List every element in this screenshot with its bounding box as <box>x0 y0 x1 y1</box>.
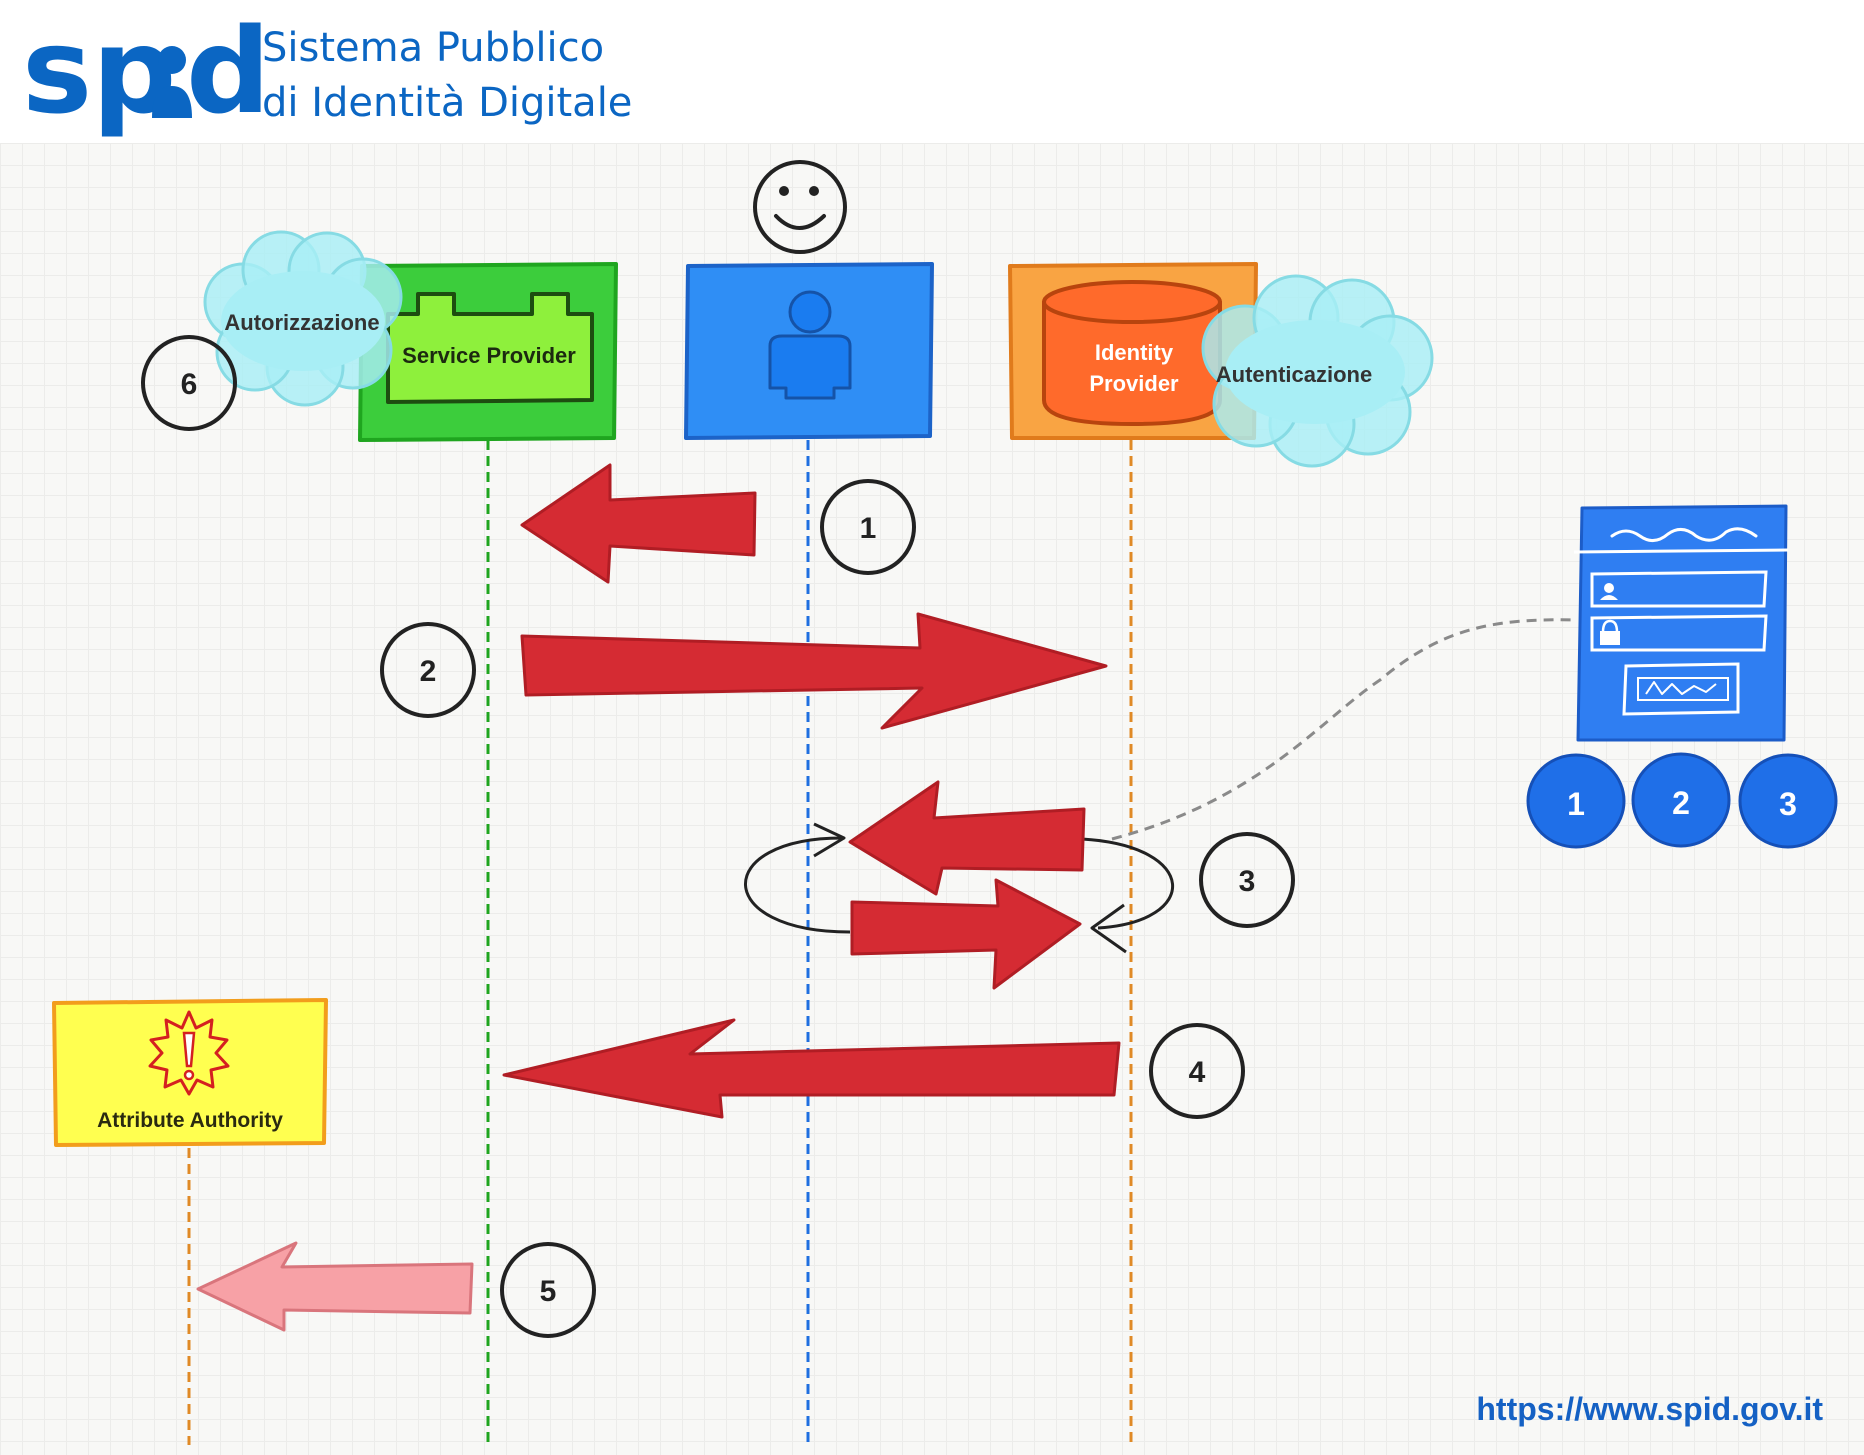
step-1-arrow <box>520 463 757 584</box>
service-provider-battery-icon <box>386 292 594 404</box>
step-4-arrow <box>502 1018 1121 1119</box>
attribute-authority-label: Attribute Authority <box>97 1109 283 1132</box>
login-form-illustration <box>1573 504 1789 742</box>
step-3-loop <box>744 822 1174 954</box>
step-3-badge: 3 <box>1199 832 1295 928</box>
authentication-cloud: Autenticazione <box>1201 274 1434 468</box>
password-field <box>1590 614 1768 652</box>
user-box <box>684 262 934 440</box>
service-provider-box: Service Provider <box>358 262 618 442</box>
security-level-2: 2 <box>1631 752 1731 848</box>
svg-text:6: 6 <box>181 368 198 401</box>
step-5-arrow <box>196 1241 474 1332</box>
step-1-badge: 1 <box>820 479 916 575</box>
service-provider-label: Service Provider <box>402 343 576 368</box>
step-2-arrow <box>520 612 1108 730</box>
smiley-face-icon <box>753 160 847 254</box>
security-level-1: 1 <box>1526 753 1626 849</box>
authorization-cloud: Autorizzazione <box>203 230 403 407</box>
svg-text:3: 3 <box>1779 786 1797 822</box>
identity-provider-box: Identity Provider <box>1008 262 1258 440</box>
spid-logo: s p d <box>22 2 270 140</box>
svg-text:2: 2 <box>1672 785 1690 821</box>
logo-letter-s: s <box>22 2 92 140</box>
logo-person-icon <box>152 46 192 118</box>
step-2-badge: 2 <box>380 622 476 718</box>
svg-text:5: 5 <box>540 1275 557 1308</box>
svg-text:2: 2 <box>420 655 437 688</box>
svg-text:4: 4 <box>1189 1056 1206 1089</box>
step-3-arrow-to-identity-provider <box>850 878 1082 990</box>
warning-icon <box>148 1010 230 1096</box>
footer-url-link[interactable]: https://www.spid.gov.it <box>1476 1391 1823 1427</box>
security-level-3: 3 <box>1738 753 1838 849</box>
svg-text:1: 1 <box>1567 786 1585 822</box>
form-title-scribble <box>1610 527 1758 542</box>
username-field <box>1590 570 1768 608</box>
logo-subtitle-line1: Sistema Pubblico <box>262 25 604 71</box>
identity-provider-label-line1: Identity <box>1095 340 1174 365</box>
form-header-line <box>1573 548 1789 554</box>
identity-provider-label-line2: Provider <box>1089 371 1179 396</box>
attribute-authority-box: Attribute Authority <box>52 998 328 1147</box>
logo-letter-d: d <box>186 2 270 140</box>
step-3-arrow-to-user <box>848 780 1086 896</box>
svg-text:3: 3 <box>1239 865 1256 898</box>
step-4-badge: 4 <box>1149 1023 1245 1119</box>
submit-button-illustration <box>1622 662 1740 716</box>
user-person-icon <box>768 290 852 400</box>
svg-text:1: 1 <box>860 512 877 545</box>
authentication-label: Autenticazione <box>1216 362 1372 387</box>
authorization-label: Autorizzazione <box>224 310 379 335</box>
logo-subtitle-line2: di Identità Digitale <box>262 80 632 126</box>
login-connector-line <box>1111 618 1575 841</box>
step-6-badge: 6 <box>141 335 237 431</box>
step-5-badge: 5 <box>500 1242 596 1338</box>
